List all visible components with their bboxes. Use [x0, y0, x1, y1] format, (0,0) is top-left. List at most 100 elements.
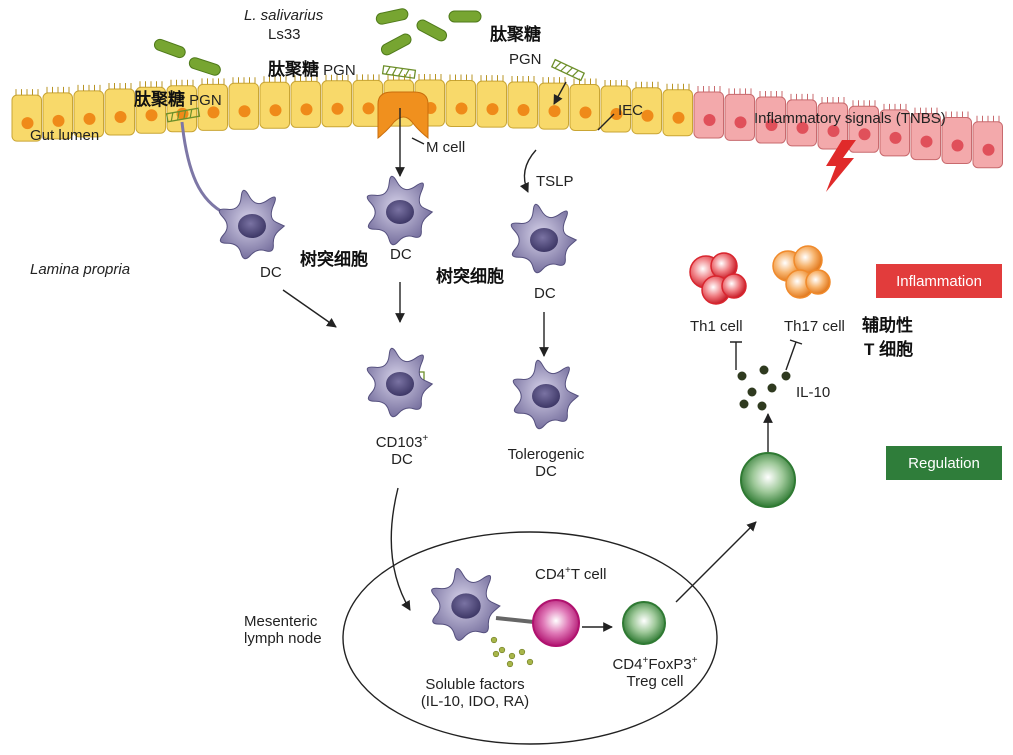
- epithelial-cell: [135, 81, 166, 134]
- cd4t-pre: CD4: [535, 566, 566, 583]
- th1-cell: [721, 273, 747, 299]
- cd4t-sup: +: [565, 565, 571, 576]
- lightning-icon: [826, 140, 856, 192]
- epithelial-cell: [879, 103, 910, 157]
- cd4t-label: CD4+T cell: [535, 565, 606, 583]
- soluble-factor-dots: [490, 636, 534, 668]
- epithelial-cell: [259, 76, 290, 129]
- epithelial-cell: [724, 88, 755, 141]
- epithelial-cell: [848, 100, 879, 153]
- tolerogenic-text: Tolerogenic: [507, 446, 585, 463]
- cd4-t-cell: [532, 599, 580, 647]
- iec-label: IEC: [618, 102, 644, 119]
- gut-lumen-label: Gut lumen: [30, 127, 100, 144]
- dc-label-mid: DC: [390, 246, 412, 263]
- th1-label: Th1 cell: [690, 318, 743, 335]
- mesenteric-label: Mesenteric lymph node: [244, 613, 322, 648]
- arrow-dc-left-to-cd103: [282, 289, 337, 328]
- bacterium-name: L. salivarius: [244, 7, 324, 24]
- il10-dot: [781, 371, 791, 381]
- arrow-pgn-to-iec: [553, 81, 567, 105]
- epithelial-cell: [755, 91, 786, 144]
- inhibit-th1: [730, 341, 742, 370]
- epithelial-cell: [73, 84, 104, 138]
- arrow-treg-to-regulation: [675, 521, 757, 603]
- pgn-label-center: 肽聚糖 PGN: [268, 60, 356, 80]
- dc-dendrite-sampling: [180, 121, 227, 216]
- bacteria-group: [153, 8, 482, 76]
- treg-sup2: +: [691, 655, 698, 666]
- arrow-iec-tslp: [519, 149, 537, 193]
- epithelial-cell: [445, 74, 476, 127]
- epithelial-cell: [786, 93, 817, 147]
- soluble-factor-dot: [518, 648, 526, 656]
- arrow-cd103-to-lymph-node: [390, 487, 411, 611]
- soluble-text-1: Soluble factors: [425, 676, 525, 693]
- pgn-fragment: [381, 65, 417, 79]
- soluble-factor-dot: [490, 636, 498, 644]
- epithelial-cell: [11, 89, 42, 142]
- dendritic-cells: [218, 175, 580, 641]
- bacterium: [448, 10, 482, 23]
- tolerogenic-dc-text: DC: [535, 463, 557, 481]
- mesenteric-text-1: Mesenteric: [244, 613, 318, 630]
- cd4t-post: T cell: [570, 566, 607, 583]
- th-cn-1: 辅助性: [862, 316, 913, 335]
- m-cell: [377, 91, 429, 140]
- soluble-factor-dot: [508, 652, 516, 660]
- tolerogenic-dc-label: Tolerogenic DC: [496, 446, 596, 481]
- tslp-label: TSLP: [536, 173, 574, 190]
- il10-dot: [759, 365, 769, 375]
- il10-dot: [757, 401, 767, 411]
- pgn-en-center: PGN: [323, 62, 356, 79]
- regulation-badge: Regulation: [886, 446, 1002, 480]
- il10-dot: [747, 387, 757, 397]
- lamina-propria-label: Lamina propria: [30, 261, 131, 278]
- epithelial-cell: [941, 111, 972, 165]
- soluble-factor-dot: [526, 658, 534, 666]
- treg-text-2: Treg cell: [626, 673, 684, 691]
- il10-dots: [737, 365, 791, 411]
- m-cell-label: M cell: [426, 139, 466, 156]
- epithelial-cell: [817, 96, 848, 150]
- treg-pre: CD4: [612, 656, 643, 673]
- dc-label-right: DC: [534, 285, 556, 302]
- line-m-cell: [411, 137, 425, 145]
- epithelial-cell: [228, 77, 259, 130]
- cd103-text: CD103: [375, 434, 423, 451]
- th17-cell: [805, 269, 831, 295]
- th17-label: Th17 cell: [784, 318, 845, 335]
- bacterium: [153, 38, 186, 59]
- pgn-cn-left: 肽聚糖: [134, 90, 185, 109]
- intestinal-epithelium: [11, 74, 1003, 169]
- bacterium: [375, 8, 409, 25]
- bacterium: [188, 57, 221, 76]
- treg-sup1: +: [642, 655, 649, 666]
- pgn-fragment: [165, 107, 201, 123]
- dendritic-cell: [366, 175, 434, 246]
- epithelial-cell: [507, 76, 538, 129]
- lymph-node: [342, 531, 718, 745]
- treg-mid: FoxP3: [648, 656, 692, 673]
- t-helper-cells: [689, 245, 831, 305]
- cd103-sup: +: [422, 433, 429, 444]
- dendritic-cell: [510, 203, 578, 274]
- epithelial-cell: [42, 86, 73, 140]
- inflammation-badge: Inflammation: [876, 264, 1002, 298]
- soluble-factor-dot: [492, 650, 500, 658]
- pgn-cn-right: 肽聚糖: [490, 25, 541, 44]
- pgn-en-left: PGN: [189, 92, 222, 109]
- bacterium: [380, 33, 412, 56]
- treg-cell-large: [740, 452, 796, 508]
- treg-label: CD4+FoxP3+ Treg cell: [590, 655, 720, 691]
- pgn-fragment: [550, 58, 586, 82]
- th-cn-2: T 细胞: [864, 340, 914, 359]
- epithelial-cell: [321, 74, 352, 128]
- epithelial-cell: [569, 78, 600, 131]
- dendritic-cell: [512, 359, 580, 430]
- dendritic-cell: [218, 189, 286, 260]
- dc-cn-right: 树突细胞: [436, 267, 504, 286]
- cd103-dc-text: DC: [391, 451, 413, 469]
